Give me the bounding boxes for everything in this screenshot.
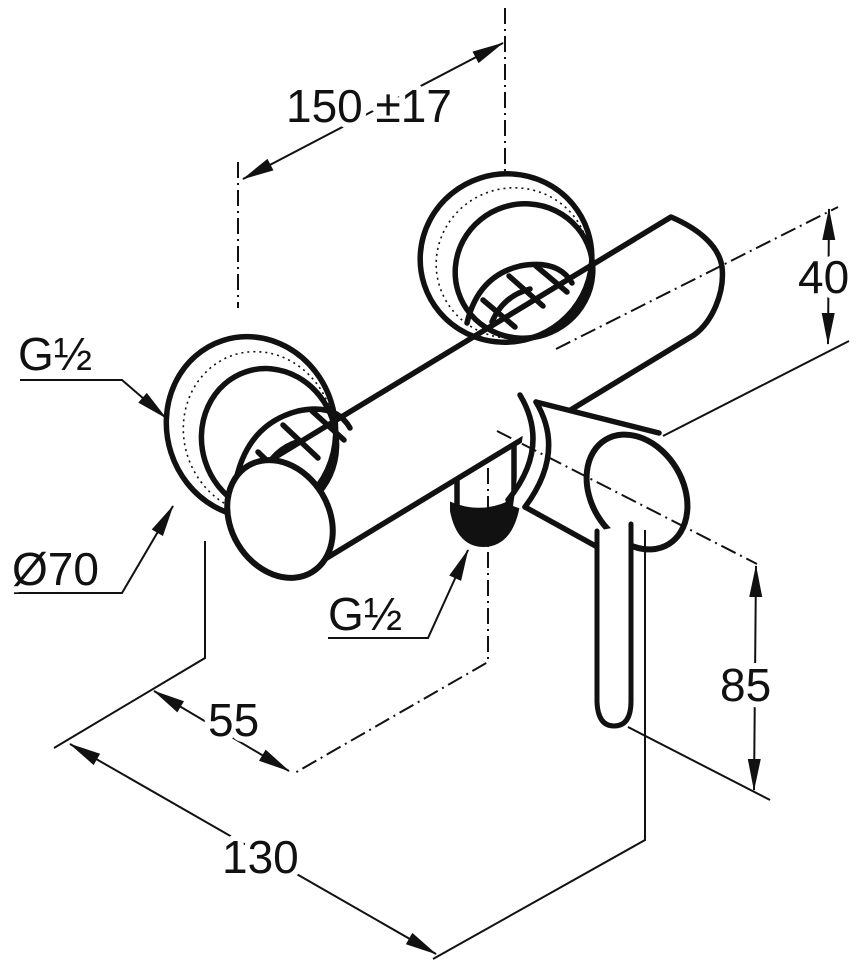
annotations: 150 ±17 40 G½ Ø70 G½ 85 55 130 <box>6 74 855 889</box>
outlet-centerline <box>292 468 489 775</box>
ref-line-40 <box>662 340 850 437</box>
ext-line-left <box>53 541 206 749</box>
leader-diameter <box>14 505 174 594</box>
dim-lever-drop-label: 85 <box>720 659 771 711</box>
upper-escutcheon <box>417 171 596 345</box>
leader-thread-bottom <box>328 549 469 639</box>
body-end-cap <box>224 457 336 581</box>
mixer-body <box>224 206 839 581</box>
knob-face <box>583 431 691 553</box>
leader-thread-top <box>20 379 167 419</box>
dim-line-40 <box>821 208 836 345</box>
dim-total-depth-label: 130 <box>222 831 299 883</box>
dimension-lines <box>14 42 836 955</box>
dim-body-offset-label: 40 <box>798 251 849 303</box>
dim-outlet-depth-label: 55 <box>208 694 259 746</box>
construction-lines <box>53 8 850 960</box>
handle-assembly <box>496 392 758 729</box>
upper-thread-nipple <box>464 261 575 330</box>
body-axis-centerline <box>555 206 839 350</box>
dim-line-150 <box>242 42 504 180</box>
escutcheon-diameter-label: Ø70 <box>12 543 99 595</box>
thread-size-label-bottom: G½ <box>328 588 402 640</box>
outlet-thread-band <box>450 495 521 548</box>
dim-line-130 <box>69 743 437 955</box>
dim-connection-distance-label: 150 ±17 <box>286 80 452 132</box>
thread-size-label-top: G½ <box>18 328 92 380</box>
ext-line-lever <box>432 530 646 960</box>
ref-line-85 <box>627 726 771 801</box>
shower-outlet <box>292 443 521 775</box>
lever <box>594 521 634 729</box>
handle-axis-centerline <box>496 430 758 565</box>
dim-line-85 <box>747 565 763 791</box>
